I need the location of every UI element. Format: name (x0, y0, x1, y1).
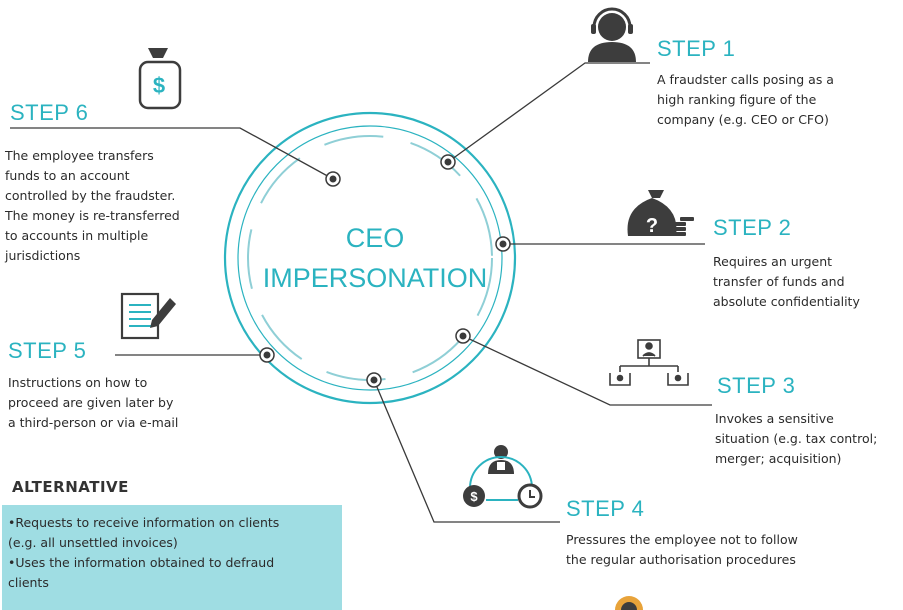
connector-lines (10, 62, 712, 523)
alternative-heading: ALTERNATIVE (12, 478, 129, 496)
step3-title: STEP 3 (717, 373, 796, 398)
step6-description: The employee transfers funds to an accou… (5, 146, 180, 266)
node-step3 (455, 328, 471, 344)
step2-title: STEP 2 (713, 215, 792, 240)
step6-line: jurisdictions (5, 248, 81, 263)
step1-line: company (e.g. CEO or CFO) (657, 112, 829, 127)
person-money-clock-icon: $ (463, 445, 543, 509)
svg-text:$: $ (153, 73, 165, 98)
org-chart-icon (609, 339, 689, 386)
step4-line: the regular authorisation procedures (566, 552, 796, 567)
svg-text:$: $ (470, 489, 478, 504)
money-bag-dollar-icon: $ (138, 48, 182, 110)
step5-line: proceed are given later by (8, 395, 174, 410)
step5-line: Instructions on how to (8, 375, 148, 390)
step6-line: The employee transfers (5, 148, 154, 163)
step3-line: situation (e.g. tax control; (715, 431, 878, 446)
step4-description: Pressures the employee not to follow the… (566, 530, 798, 570)
step1-title: STEP 1 (657, 36, 736, 61)
center-title-line1: CEO (345, 223, 405, 253)
svg-text:?: ? (646, 215, 658, 237)
connector-step6 (10, 127, 334, 180)
alternative-line: •Uses the information obtained to defrau… (8, 555, 275, 570)
step1-line: A fraudster calls posing as a (657, 72, 834, 87)
step6-line: funds to an account (5, 168, 130, 183)
step3-line: merger; acquisition) (715, 451, 842, 466)
step5-title: STEP 5 (8, 338, 87, 363)
node-step5 (259, 347, 275, 363)
document-pencil-icon (120, 292, 176, 340)
step1-line: high ranking figure of the (657, 92, 817, 107)
connector-step4 (373, 379, 560, 523)
step6-line: to accounts in multiple (5, 228, 149, 243)
node-step1 (440, 154, 456, 170)
step6-line: controlled by the fraudster. (5, 188, 176, 203)
step3-line: Invokes a sensitive (715, 411, 834, 426)
money-bag-question-icon: ? (627, 190, 694, 237)
alternative-line: •Requests to receive information on clie… (8, 515, 280, 530)
step3-description: Invokes a sensitive situation (e.g. tax … (715, 409, 877, 469)
step5-description: Instructions on how to proceed are given… (8, 373, 178, 433)
person-headset-icon (588, 7, 636, 62)
step4-title: STEP 4 (566, 496, 645, 521)
connector-step3 (462, 335, 712, 406)
node-step6 (325, 171, 341, 187)
alternative-line: clients (8, 575, 49, 590)
ring-nodes (259, 154, 511, 388)
step2-line: absolute confidentiality (713, 294, 860, 309)
connector-step1 (447, 62, 650, 163)
alternative-box: •Requests to receive information on clie… (2, 505, 342, 610)
step2-description: Requires an urgent transfer of funds and… (713, 252, 860, 312)
node-step4 (366, 372, 382, 388)
step1-description: A fraudster calls posing as a high ranki… (657, 70, 834, 130)
step6-title: STEP 6 (10, 100, 89, 125)
partial-orange-icon (615, 596, 643, 610)
center-title: CEO IMPERSONATION (240, 218, 510, 298)
step4-line: Pressures the employee not to follow (566, 532, 798, 547)
node-step2 (495, 236, 511, 252)
step6-line: The money is re-transferred (5, 208, 180, 223)
alternative-line: (e.g. all unsettled invoices) (8, 535, 178, 550)
step5-line: a third-person or via e-mail (8, 415, 179, 430)
center-title-line2: IMPERSONATION (262, 263, 488, 293)
step2-line: Requires an urgent (713, 254, 833, 269)
step2-line: transfer of funds and (713, 274, 845, 289)
